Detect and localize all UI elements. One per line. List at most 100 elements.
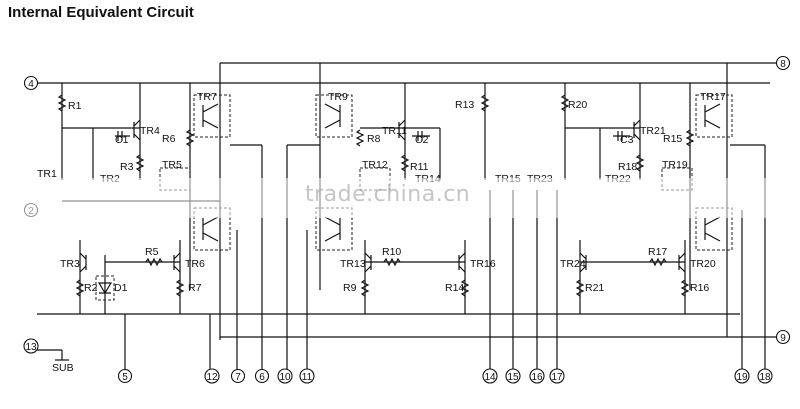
tr6-symbol (173, 252, 181, 273)
tr5-box (159, 167, 191, 191)
pin-9-label: 9 (780, 333, 786, 344)
pin-11-circle (299, 368, 315, 384)
label-tr5: TR5 (162, 159, 182, 171)
label-tr13: TR13 (340, 258, 366, 270)
label-r6: R6 (162, 133, 176, 145)
label-r18: R18 (618, 161, 637, 173)
label-tr16: TR16 (470, 258, 496, 270)
pin-9-circle (775, 329, 791, 345)
pin-17-label: 17 (551, 372, 563, 383)
pin-16-circle (529, 368, 545, 384)
pin-18: 18 (757, 368, 773, 384)
tr17-box (695, 94, 733, 138)
r3-symbol (135, 154, 145, 172)
label-r2: R2 (84, 282, 98, 294)
pin-18-label: 18 (759, 372, 771, 383)
pin-8-label: 8 (780, 59, 786, 70)
label-r20: R20 (568, 99, 587, 111)
r17-symbol (649, 257, 667, 267)
r13-symbol (480, 94, 490, 112)
tr19-box (661, 167, 693, 191)
r1-symbol (57, 94, 67, 112)
tr7-symbol (202, 103, 219, 129)
tr9-box (315, 94, 353, 138)
r11-symbol (400, 154, 410, 172)
label-d1: D1 (114, 282, 128, 294)
d1-symbol (97, 282, 113, 295)
pin-9: 9 (775, 329, 791, 345)
d1-box (95, 275, 115, 301)
label-r8: R8 (367, 133, 381, 145)
pin-7-circle (230, 368, 246, 384)
label-r10: R10 (382, 246, 401, 258)
label-r9: R9 (343, 282, 357, 294)
pin-6: 6 (254, 368, 270, 384)
label-tr23: TR23 (527, 173, 553, 185)
diagram-title: Internal Equivalent Circuit (8, 4, 194, 21)
label-r13: R13 (455, 99, 474, 111)
tr13-symbol (364, 252, 372, 273)
pin-19-label: 19 (736, 372, 748, 383)
pin-6-circle (254, 368, 270, 384)
pin-14-label: 14 (484, 372, 496, 383)
tr24-symbol (579, 252, 587, 273)
r2-symbol (75, 279, 85, 297)
label-tr7: TR7 (197, 91, 217, 103)
label-tr3: TR3 (60, 258, 80, 270)
pin-17-circle (549, 368, 565, 384)
r16-symbol (680, 279, 690, 297)
pin-12-circle (204, 368, 220, 384)
watermark-text: trade.china.cn (305, 182, 471, 207)
pin-8: 8 (775, 55, 791, 71)
pin-4: 4 (23, 75, 39, 91)
tr10-box (315, 207, 353, 251)
pin-13-label: 13 (25, 342, 37, 353)
r14-symbol (460, 279, 470, 297)
pin-12-label: 12 (206, 372, 218, 383)
pin-6-label: 6 (259, 372, 265, 383)
pin-13: 13 (23, 338, 39, 354)
label-c2: C2 (415, 134, 429, 146)
pin-15-label: 15 (507, 372, 519, 383)
r6-symbol (185, 129, 195, 147)
label-tr2: TR2 (100, 173, 120, 185)
pin-19-circle (734, 368, 750, 384)
pin-19: 19 (734, 368, 750, 384)
r10-symbol (383, 257, 401, 267)
tr18-symbol (704, 216, 721, 242)
label-tr17: TR17 (700, 91, 726, 103)
pin-10-circle (277, 368, 293, 384)
pin-10-label: 10 (279, 372, 291, 383)
tr3-symbol (79, 252, 87, 273)
label-r3: R3 (120, 161, 134, 173)
label-tr9: TR9 (328, 91, 348, 103)
pin-4-label: 4 (28, 79, 34, 90)
tr16-symbol (458, 252, 466, 273)
label-r11: R11 (410, 161, 429, 173)
label-r21: R21 (585, 282, 604, 294)
label-r14: R14 (445, 282, 464, 294)
pin-11-label: 11 (302, 372, 313, 383)
pin-7: 7 (230, 368, 246, 384)
pin-18-circle (757, 368, 773, 384)
tr10-symbol (324, 216, 341, 242)
r20-symbol (560, 94, 570, 112)
r7-symbol (175, 279, 185, 297)
label-c1: C1 (115, 134, 129, 146)
label-tr22: TR22 (605, 173, 631, 185)
tr7-box (193, 94, 231, 138)
pin-8-circle (775, 55, 791, 71)
pin-10: 10 (277, 368, 293, 384)
label-tr20: TR20 (690, 258, 716, 270)
c1-symbol (115, 131, 130, 141)
tr17-symbol (704, 103, 721, 129)
pin-2: 2 (23, 202, 39, 218)
pin-17: 17 (549, 368, 565, 384)
label-r16: R16 (690, 282, 709, 294)
label-tr12: TR12 (362, 159, 388, 171)
label-tr15: TR15 (495, 173, 521, 185)
tr11-symbol (398, 119, 406, 141)
tr9-symbol (324, 103, 341, 129)
tr8-symbol (202, 216, 219, 242)
